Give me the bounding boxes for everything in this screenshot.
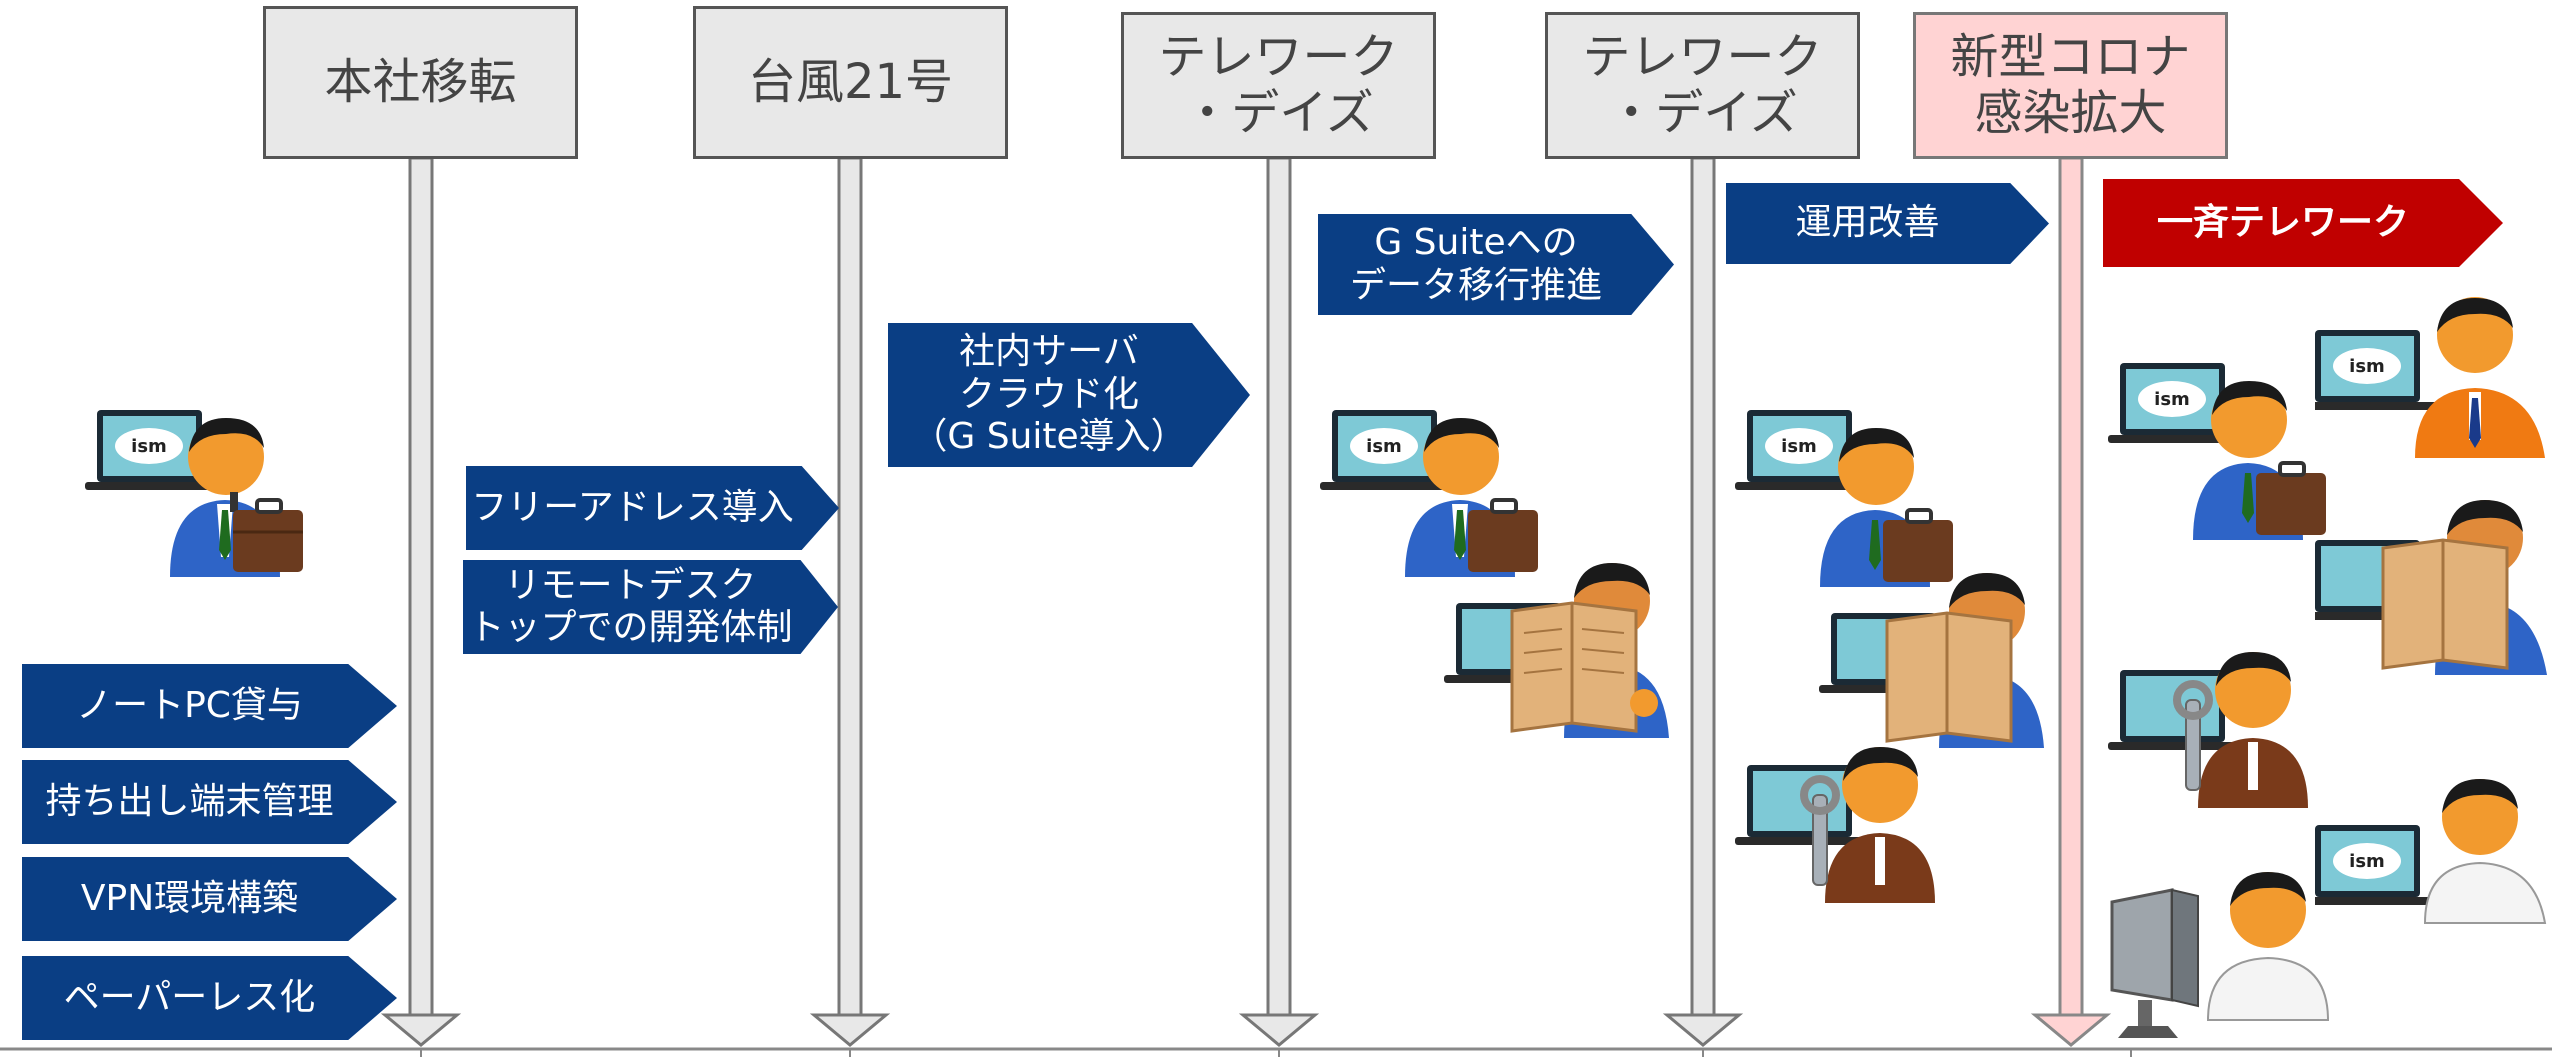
tag-device-management: 持ち出し端末管理 <box>22 760 397 844</box>
executive-icon: ism <box>2315 297 2545 458</box>
newspaper-icon <box>1510 601 1638 733</box>
tag-vpn-setup: VPN環境構築 <box>22 857 397 941</box>
tag-free-address: フリーアドレス導入 <box>466 466 839 550</box>
newspaper-reader-icon <box>1444 563 1669 738</box>
briefcase-icon <box>2256 461 2326 535</box>
laptop-icon: ism <box>1320 410 1448 490</box>
tag-laptop-lending: ノートPC貸与 <box>22 664 397 748</box>
newspaper-icon <box>2381 538 2509 670</box>
svg-text:ism: ism <box>1366 436 1402 457</box>
mechanic-icon <box>1735 747 1935 903</box>
down-arrow-3 <box>1238 156 1320 1047</box>
event-callout-typhoon: 台風21号 <box>693 6 1008 159</box>
event-callout-telework-days-1: テレワーク ・デイズ <box>1121 12 1436 159</box>
newspaper-reader-icon <box>2315 500 2547 675</box>
svg-text:ism: ism <box>2349 851 2385 872</box>
down-arrow-4 <box>1662 156 1744 1047</box>
briefcase-icon <box>1883 508 1953 582</box>
briefcase-icon <box>230 492 303 572</box>
tag-paperless: ペーパーレス化 <box>22 956 397 1040</box>
businessman-icon: ism <box>2108 363 2326 540</box>
tag-remote-desktop-dev: リモートデスク トップでの開発体制 <box>463 560 838 654</box>
down-arrow-1 <box>380 156 462 1047</box>
newspaper-icon <box>1885 611 2013 743</box>
event-callout-relocation: 本社移転 <box>263 6 578 159</box>
staff-icon: ism <box>2315 779 2547 924</box>
laptop-icon: ism <box>2315 330 2437 410</box>
tag-gsuite-data-migration: G Suiteへの データ移行推進 <box>1318 214 1674 315</box>
wrench-icon <box>1800 775 1840 886</box>
monitor-icon <box>2110 888 2199 1038</box>
svg-text:ism: ism <box>2349 356 2385 377</box>
wrench-icon <box>2173 680 2213 791</box>
businessman-icon: ism <box>85 410 303 577</box>
laptop-icon: ism <box>2108 363 2236 443</box>
laptop-icon: ism <box>1735 410 1863 490</box>
tag-cloud-migration: 社内サーバ クラウド化 （G Suite導入） <box>888 323 1250 467</box>
down-arrow-5 <box>2030 156 2112 1047</box>
tag-all-telework: 一斉テレワーク <box>2103 179 2503 267</box>
businessman-icon: ism <box>1735 410 1953 587</box>
tag-operation-improvement: 運用改善 <box>1726 183 2049 264</box>
briefcase-icon <box>1468 498 1538 572</box>
businessman-icon: ism <box>1320 410 1538 577</box>
laptop-icon: ism <box>85 410 213 490</box>
mechanic-icon <box>2108 652 2308 808</box>
event-callout-covid: 新型コロナ 感染拡大 <box>1913 12 2228 159</box>
ism-logo-text: ism <box>131 436 167 457</box>
laptop-icon: ism <box>2315 825 2437 905</box>
svg-text:ism: ism <box>2154 389 2190 410</box>
desktop-worker-icon <box>2110 872 2330 1038</box>
svg-text:ism: ism <box>1781 436 1817 457</box>
event-callout-telework-days-2: テレワーク ・デイズ <box>1545 12 1860 159</box>
newspaper-reader-icon <box>1819 573 2044 748</box>
